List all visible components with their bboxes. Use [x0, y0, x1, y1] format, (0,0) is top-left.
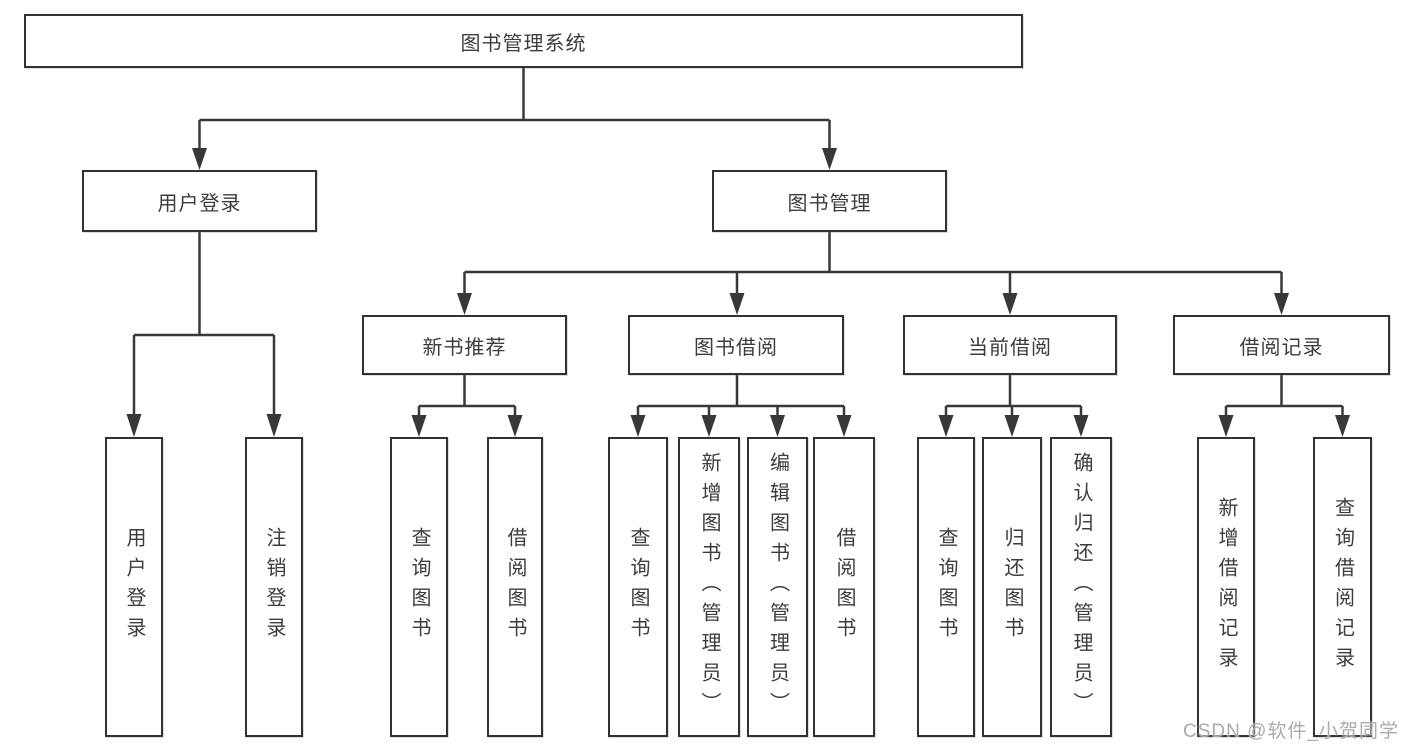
leaf-query-borrow-record: 查询借阅记录 — [1313, 437, 1372, 737]
leaf-borrow-book-1-label: 借阅图书 — [504, 527, 526, 647]
connector-currentborrow-to-leaves — [938, 375, 1089, 437]
leaf-query-book-1-label: 查询图书 — [408, 527, 430, 647]
leaf-query-borrow-record-label: 查询借阅记录 — [1331, 497, 1354, 677]
leaf-query-book-2: 查询图书 — [608, 437, 668, 737]
node-current-borrowing: 当前借阅 — [903, 315, 1117, 375]
leaf-edit-book-admin: 编辑图书（管理员） — [747, 437, 808, 737]
leaf-add-book-admin: 新增图书（管理员） — [678, 437, 740, 737]
leaf-query-book-3-label: 查询图书 — [935, 527, 957, 647]
leaf-confirm-return-admin: 确认归还（管理员） — [1050, 437, 1112, 737]
leaf-query-book-2-label: 查询图书 — [627, 527, 649, 647]
connector-bookborrow-to-leaves — [630, 375, 852, 437]
leaf-borrow-book-2-label: 借阅图书 — [833, 527, 855, 647]
node-borrowing-records: 借阅记录 — [1173, 315, 1390, 375]
leaf-query-book-3: 查询图书 — [917, 437, 975, 737]
node-borrowing-records-label: 借阅记录 — [1239, 336, 1324, 359]
leaf-query-book-1: 查询图书 — [390, 437, 448, 737]
node-user-login-group: 用户登录 — [82, 170, 317, 232]
leaf-edit-book-admin-label: 编辑图书（管理员） — [766, 452, 789, 722]
node-root-system-label: 图书管理系统 — [460, 32, 587, 55]
leaf-add-borrow-record: 新增借阅记录 — [1197, 437, 1255, 737]
leaf-user-login-label: 用户登录 — [123, 527, 145, 647]
leaf-return-book: 归还图书 — [982, 437, 1042, 737]
connector-userlogin-to-leaves — [126, 232, 282, 437]
node-root-system: 图书管理系统 — [24, 14, 1023, 68]
leaf-logout: 注销登录 — [245, 437, 303, 737]
node-book-management-group-label: 图书管理 — [787, 192, 872, 215]
leaf-confirm-return-admin-label: 确认归还（管理员） — [1070, 452, 1092, 722]
node-new-book-recommend-label: 新书推荐 — [422, 336, 507, 359]
node-current-borrowing-label: 当前借阅 — [968, 336, 1052, 359]
connector-root-to-level2 — [192, 68, 837, 170]
leaf-add-borrow-record-label: 新增借阅记录 — [1215, 497, 1237, 677]
csdn-watermark: CSDN @软件_小贺同学 — [1183, 721, 1399, 742]
connector-bookmgmt-to-level3 — [457, 232, 1289, 315]
node-new-book-recommend: 新书推荐 — [362, 315, 567, 375]
leaf-return-book-label: 归还图书 — [1001, 527, 1023, 647]
node-book-management-group: 图书管理 — [712, 170, 947, 232]
leaf-borrow-book-2: 借阅图书 — [813, 437, 875, 737]
node-book-borrowing: 图书借阅 — [628, 315, 844, 375]
node-user-login-group-label: 用户登录 — [157, 192, 242, 215]
leaf-add-book-admin-label: 新增图书（管理员） — [698, 452, 720, 722]
leaf-logout-label: 注销登录 — [263, 527, 285, 647]
connector-newbook-to-leaves — [411, 375, 523, 437]
node-book-borrowing-label: 图书借阅 — [694, 336, 778, 359]
leaf-borrow-book-1: 借阅图书 — [487, 437, 543, 737]
leaf-user-login: 用户登录 — [105, 437, 163, 737]
connector-borrowrecords-to-leaves — [1218, 375, 1350, 437]
